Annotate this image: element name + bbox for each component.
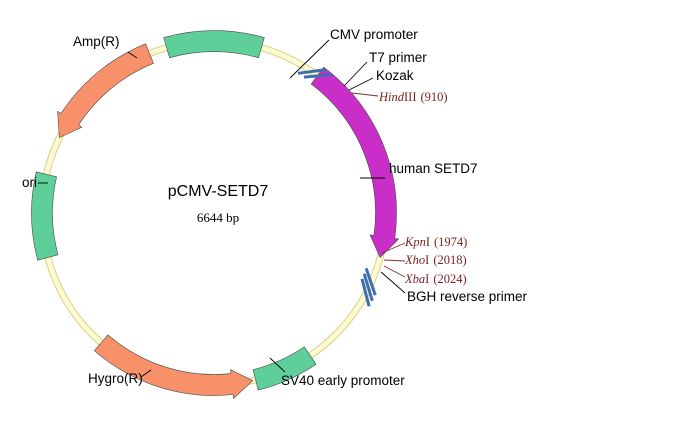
plasmid-size: 6644 bp	[197, 210, 239, 225]
xbai-leader-line	[383, 265, 406, 278]
t7-leader-line	[343, 61, 368, 87]
xbai-site-label: XbaI(2024)	[404, 272, 467, 286]
hindiii-site-label: HindIII(910)	[378, 90, 448, 104]
kpni-leader-line	[381, 242, 406, 254]
xhoi-leader-line	[383, 259, 406, 262]
kpni-site-mark	[364, 267, 377, 296]
amp-leader-line	[127, 51, 138, 59]
xhoi-site-mark	[362, 273, 374, 302]
xhoi-site-label: XhoI(2018)	[404, 253, 467, 267]
human-setd7-arrow	[310, 66, 400, 259]
ori-label: ori	[22, 175, 37, 190]
plasmid-name: pCMV-SETD7	[168, 183, 269, 200]
hygro-resistance-arrow	[93, 334, 254, 400]
human-setd7-feature	[310, 66, 400, 259]
kpni-site-label: KpnI(1974)	[404, 235, 467, 249]
cmv-promoter-feature	[163, 30, 265, 59]
kozak-leader-line	[348, 77, 374, 91]
ori-band	[31, 171, 59, 261]
hygro-leader-line	[140, 369, 152, 378]
bgh-leader-line	[380, 271, 406, 294]
ori-feature	[31, 171, 59, 261]
hygro-label: Hygro(R)	[88, 371, 143, 386]
bgh-reverse-primer-label: BGH reverse primer	[407, 289, 528, 304]
amp-resistance-arrow	[57, 43, 154, 139]
cmv-leader-line	[289, 39, 330, 79]
kozak-label: Kozak	[376, 68, 414, 83]
human-setd7-label: human SETD7	[389, 161, 478, 176]
cmv-promoter-band	[163, 30, 265, 59]
cmv-promoter-label: CMV promoter	[330, 27, 418, 42]
bgh-reverse-primer-mark	[360, 278, 371, 307]
primer-marks	[297, 68, 377, 307]
amp-resistance-feature	[57, 43, 154, 139]
sv40-early-promoter-band	[252, 346, 317, 391]
amp-label: Amp(R)	[73, 34, 120, 49]
sv40-early-promoter-feature	[252, 346, 317, 391]
t7-primer-label: T7 primer	[369, 50, 427, 65]
sv40-early-promoter-label: SV40 early promoter	[281, 373, 405, 388]
t7-primer-mark	[297, 68, 327, 75]
hindiii-leader-line	[351, 92, 379, 97]
kozak-mark	[303, 73, 333, 79]
hygro-resistance-feature	[93, 334, 254, 400]
sv40-leader-line	[269, 357, 286, 373]
